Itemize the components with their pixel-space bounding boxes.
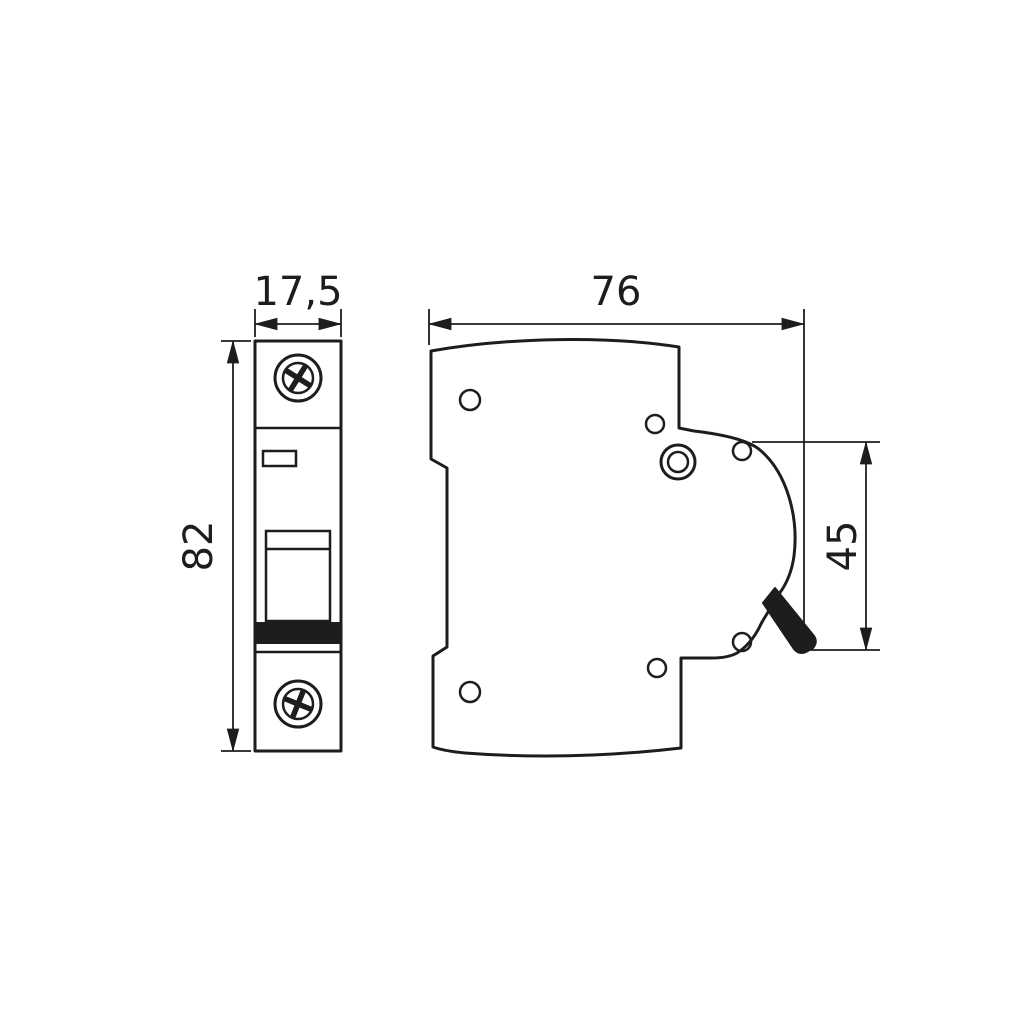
rivet-hole xyxy=(646,657,668,679)
rivet-hole xyxy=(458,680,482,704)
terminal-screw-top xyxy=(273,353,323,403)
screw-inner-circle xyxy=(281,361,315,395)
rivet-hole xyxy=(644,413,666,435)
mounting-hole-inner xyxy=(666,450,690,474)
toggle-lever xyxy=(762,587,817,654)
dimension-label-depth: 76 xyxy=(591,269,642,315)
mounting-hole-outer xyxy=(659,443,697,481)
toggle-slot-band xyxy=(256,622,340,644)
toggle-housing xyxy=(264,529,332,623)
dimension-depth: 76 xyxy=(428,269,805,626)
dimension-label-front-height: 45 xyxy=(820,521,866,572)
indicator-window xyxy=(261,449,298,468)
dimension-front-height: 45 xyxy=(752,441,880,651)
side-view xyxy=(429,338,817,758)
mounting-hole xyxy=(659,443,697,481)
dimension-label-height: 82 xyxy=(176,521,222,572)
front-view xyxy=(253,339,343,753)
side-body-outline xyxy=(429,338,797,758)
screw-inner-circle xyxy=(281,687,315,721)
screw-outer-circle xyxy=(273,353,323,403)
rivet-hole xyxy=(731,440,753,462)
phillips-cross-icon xyxy=(284,364,312,392)
front-body-outline xyxy=(253,339,343,753)
dimension-label-width: 17,5 xyxy=(253,269,342,315)
rivet-hole xyxy=(458,388,482,412)
dimension-width: 17,5 xyxy=(253,269,343,337)
terminal-screw-bottom xyxy=(273,679,323,729)
phillips-cross-icon xyxy=(283,689,313,719)
screw-outer-circle xyxy=(273,679,323,729)
dimension-height: 82 xyxy=(176,340,251,752)
rivet-hole xyxy=(731,631,753,653)
